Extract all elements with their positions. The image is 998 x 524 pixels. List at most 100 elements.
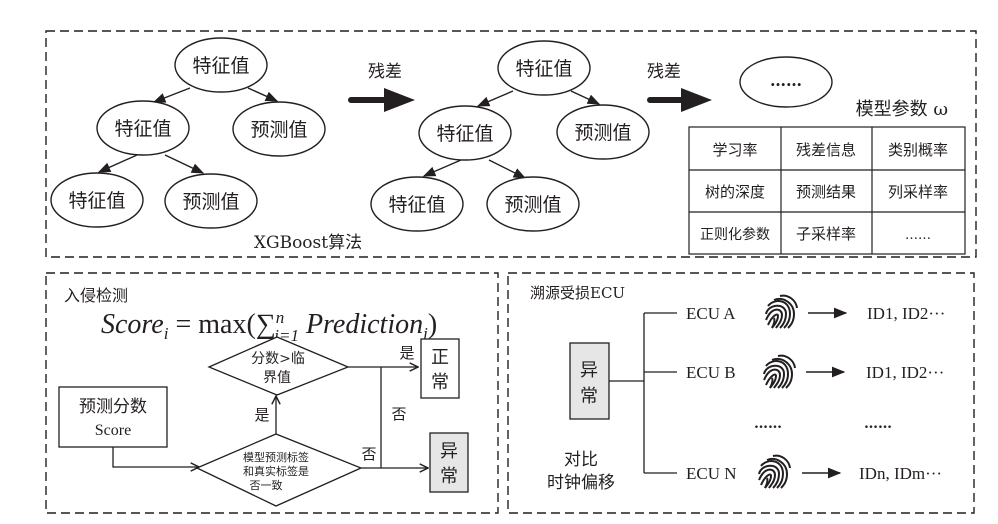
residual-label-1: 残差 — [368, 62, 402, 82]
formula-sub: i — [164, 324, 169, 343]
score-box-line2: Score — [95, 422, 131, 439]
xgboost-caption: XGBoost算法 — [254, 233, 362, 253]
formula-sup: n — [276, 308, 285, 327]
param-cell: 子采样率 — [796, 225, 856, 243]
node-left — [96, 100, 190, 156]
params-title: 模型参数 ω — [856, 99, 948, 120]
node-right — [232, 101, 326, 157]
score-box-line1: 预测分数 — [79, 397, 147, 417]
param-cell: 预测结果 — [796, 183, 856, 201]
trace-abnormal-line2: 常 — [580, 386, 598, 407]
decision1-line2: 和真实标签是 — [243, 464, 309, 478]
svg-text:Scorei = max(∑ni=1 Predictioni: Scorei = max(∑ni=1 Predictioni) — [101, 308, 437, 345]
ecu-name: ECU N — [686, 464, 737, 483]
decision2-line2: 界值 — [263, 370, 291, 386]
abnormal-source-box — [569, 342, 610, 420]
tree-edge — [570, 90, 601, 105]
ecu-ids: ID1, ID2··· — [866, 363, 944, 382]
formula-sub: i — [423, 324, 428, 343]
node-right-label: 预测值 — [250, 119, 307, 141]
compare-line1: 对比 — [564, 450, 598, 470]
param-cell: 树的深度 — [705, 183, 765, 201]
formula-sum: ∑ — [256, 309, 276, 340]
node-leaf-left-label: 特征值 — [388, 194, 445, 216]
ecu-row: ECU B ID1, ID2··· — [686, 354, 944, 389]
tree-edge — [476, 90, 514, 107]
flow-arrow — [112, 447, 199, 467]
ecu-ids: IDn, IDm··· — [859, 464, 942, 483]
node-left-label: 特征值 — [436, 123, 493, 145]
params-table: 学习率 残差信息 类别概率 树的深度 预测结果 列采样率 正则化参数 子采样率 … — [688, 126, 966, 255]
ids-ellipsis: …… — [864, 416, 892, 432]
node-leaf-right-label: 预测值 — [182, 191, 239, 213]
tree-edge — [247, 87, 279, 102]
score-input-box — [58, 386, 168, 448]
trace-title: 溯源受损ECU — [530, 284, 625, 302]
formula-eq: = max( — [168, 309, 255, 340]
ecu-ellipsis: …… — [754, 416, 782, 432]
tree-2: 特征值 特征值 预测值 特征值 预测值 — [370, 40, 650, 232]
residual-label-2: 残差 — [647, 62, 681, 82]
compare-line2: 时钟偏移 — [547, 473, 615, 493]
residual-arrow-2 — [647, 88, 712, 112]
param-cell: 类别概率 — [888, 141, 948, 159]
ecu-row: ECU A ID1, ID2··· — [686, 294, 945, 329]
param-cell: 正则化参数 — [700, 226, 770, 243]
trace-abnormal-line1: 异 — [580, 360, 598, 381]
decision1-line3: 否一致 — [250, 478, 283, 492]
param-cell: 列采样率 — [888, 183, 948, 201]
fingerprint-icon — [763, 354, 796, 389]
tree-edge — [488, 159, 527, 179]
fingerprint-icon — [765, 294, 798, 329]
ecu-ids: ID1, ID2··· — [867, 304, 945, 323]
node-leaf-left — [370, 176, 464, 232]
normal-line1: 正 — [431, 347, 449, 368]
node-leaf-left — [50, 172, 144, 228]
tree-1: 特征值 特征值 预测值 特征值 预测值 — [50, 37, 326, 229]
param-cell: 残差信息 — [796, 141, 856, 159]
tree-edge — [152, 87, 191, 103]
node-right — [556, 104, 650, 160]
decision1-line1: 模型预测标签 — [243, 450, 309, 464]
abnormal-line2: 常 — [440, 466, 458, 487]
ecu-branch-lines — [609, 312, 677, 474]
node-root — [497, 40, 591, 96]
node-root — [174, 37, 268, 93]
no-label-2: 否 — [361, 445, 376, 463]
node-root-label: 特征值 — [192, 55, 249, 77]
param-cell: 学习率 — [712, 141, 757, 159]
more-trees-node — [739, 56, 833, 108]
formula-pred: Prediction — [299, 309, 423, 340]
no-label-1: 否 — [391, 405, 406, 423]
residual-arrow-1 — [348, 88, 415, 112]
abnormal-line1: 异 — [440, 441, 458, 462]
fingerprint-icon — [758, 454, 791, 489]
normal-result-box — [420, 338, 460, 399]
node-left — [418, 105, 512, 161]
node-root-label: 特征值 — [515, 58, 572, 80]
ecu-row: ECU N IDn, IDm··· — [686, 454, 942, 489]
tree-edge — [422, 159, 462, 177]
more-trees-label: …… — [770, 71, 802, 90]
xgboost-panel — [45, 30, 977, 258]
tree-edge — [164, 154, 205, 174]
node-leaf-right-label: 预测值 — [504, 194, 561, 216]
intrusion-panel — [45, 272, 499, 514]
tree-edge — [97, 154, 138, 173]
node-leaf-left-label: 特征值 — [68, 190, 125, 212]
node-leaf-right — [486, 176, 580, 232]
ecu-name: ECU A — [686, 304, 736, 323]
intrusion-title: 入侵检测 — [64, 286, 128, 305]
node-left-label: 特征值 — [114, 118, 171, 140]
formula-score: Score — [101, 309, 164, 340]
abnormal-result-box — [429, 432, 469, 493]
formula-close: ) — [428, 309, 437, 340]
node-leaf-right — [164, 173, 258, 229]
param-cell: …… — [905, 228, 931, 243]
yes-label-2: 是 — [399, 344, 414, 362]
yes-label-1: 是 — [254, 406, 269, 424]
trace-panel — [507, 272, 975, 514]
decision2-line1: 分数>临 — [251, 351, 305, 367]
